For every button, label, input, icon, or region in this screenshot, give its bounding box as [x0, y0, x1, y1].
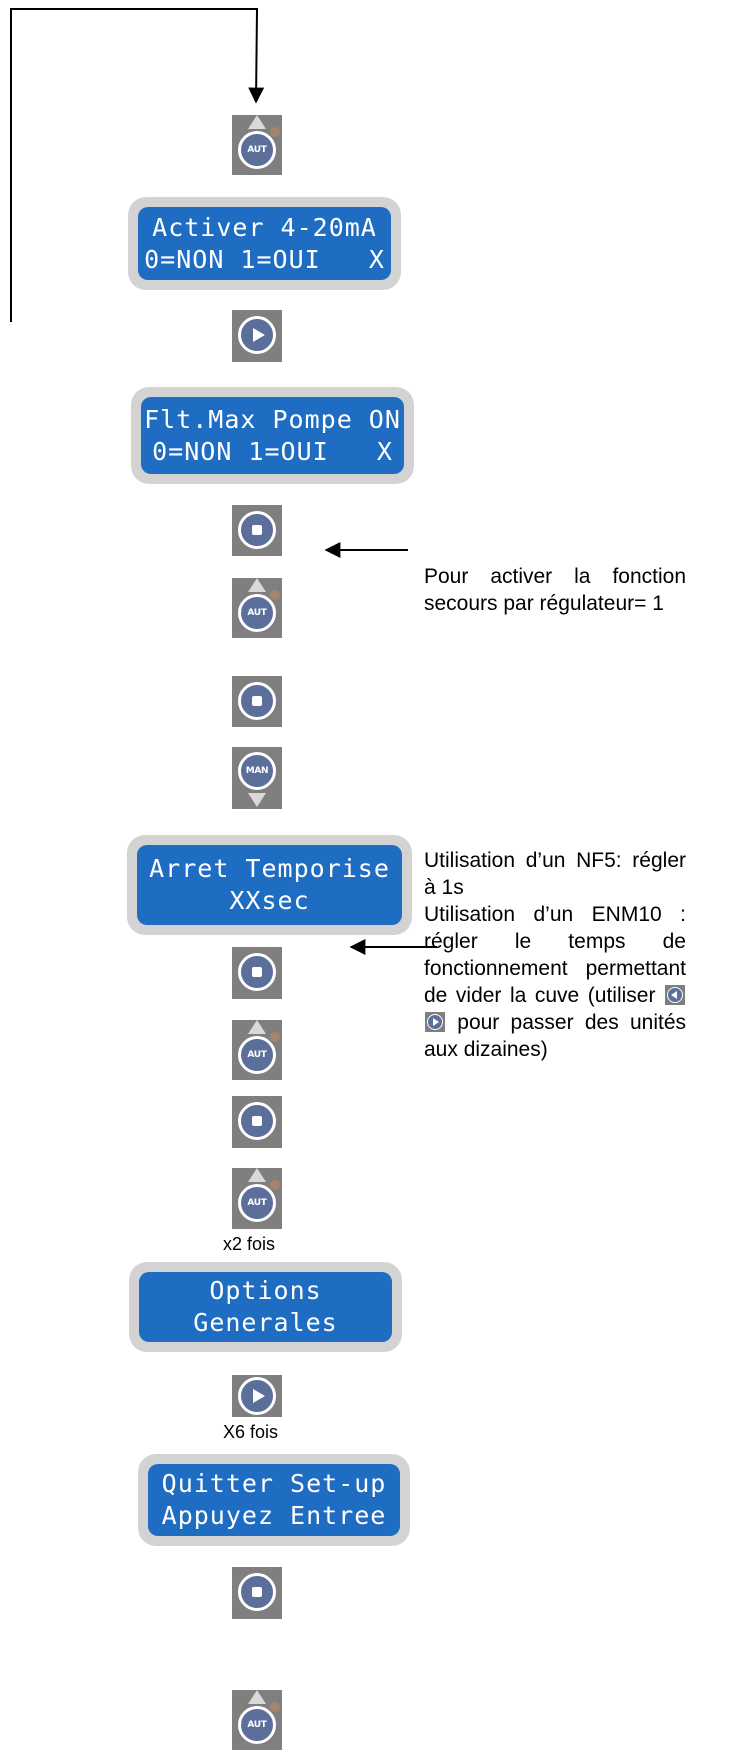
aut-button[interactable]: AUT: [232, 1168, 282, 1229]
note-enm10-text-end: pour passer des unités aux dizaines): [424, 1011, 686, 1061]
left-arrow-button-icon: [665, 985, 686, 1005]
lcd-general-options: Options Generales: [129, 1262, 402, 1352]
enter-button[interactable]: [232, 947, 282, 999]
aut-label: AUT: [247, 1720, 267, 1730]
lcd-line-1: Arret Temporise: [149, 854, 390, 883]
note-nf5-enm10: Utilisation d’un NF5: régler à 1s Utilis…: [424, 847, 686, 1063]
aut-button[interactable]: AUT: [232, 578, 282, 638]
note-backup-regulator: Pour activer la fonction secours par rég…: [424, 563, 686, 617]
lcd-line-1: Options: [209, 1276, 322, 1305]
enter-button[interactable]: [232, 505, 282, 556]
lcd-line-2: 0=NON 1=OUI X: [144, 244, 385, 274]
aut-button[interactable]: AUT: [232, 1690, 282, 1750]
next-button[interactable]: [232, 1375, 282, 1417]
lcd-line-2: Generales: [193, 1308, 338, 1337]
lcd-quit-setup: Quitter Set-up Appuyez Entree: [138, 1454, 410, 1546]
aut-label: AUT: [247, 145, 267, 155]
right-arrow-button-icon: [425, 1012, 445, 1032]
enter-button[interactable]: [232, 676, 282, 727]
aut-label: AUT: [247, 1050, 267, 1060]
lcd-activate-4-20ma: Activer 4-20mA 0=NON 1=OUI X: [128, 197, 401, 290]
lcd-line-1: Quitter Set-up: [161, 1469, 387, 1498]
man-button[interactable]: MAN: [232, 747, 282, 809]
note-enm10-text: Utilisation d’un ENM10 : régler le temps…: [424, 903, 686, 1007]
aut-label: AUT: [247, 1198, 267, 1208]
note-text: Pour activer la fonction secours par rég…: [424, 565, 686, 615]
next-button[interactable]: [232, 310, 282, 362]
repeat-caption-x2: x2 fois: [223, 1234, 276, 1254]
aut-label: AUT: [247, 608, 267, 618]
aut-button[interactable]: AUT: [232, 115, 282, 175]
note-enm10: Utilisation d’un ENM10 : régler le temps…: [424, 901, 686, 1063]
note-nf5: Utilisation d’un NF5: régler à 1s: [424, 849, 686, 899]
lcd-line-2: XXsec: [229, 886, 310, 915]
aut-button[interactable]: AUT: [232, 1020, 282, 1080]
lcd-line-1: Flt.Max Pompe ON: [144, 404, 401, 434]
enter-button[interactable]: [232, 1567, 282, 1619]
lcd-line-2: Appuyez Entree: [161, 1501, 387, 1530]
lcd-line-2: 0=NON 1=OUI X: [152, 436, 393, 466]
lcd-line-1: Activer 4-20mA: [152, 212, 377, 242]
repeat-caption-x6: X6 fois: [223, 1422, 279, 1442]
enter-button[interactable]: [232, 1096, 282, 1148]
man-label: MAN: [245, 766, 269, 776]
lcd-flt-max-pump: Flt.Max Pompe ON 0=NON 1=OUI X: [131, 387, 414, 484]
lcd-timed-stop: Arret Temporise XXsec: [127, 835, 412, 935]
loop-back-line: [10, 8, 265, 322]
